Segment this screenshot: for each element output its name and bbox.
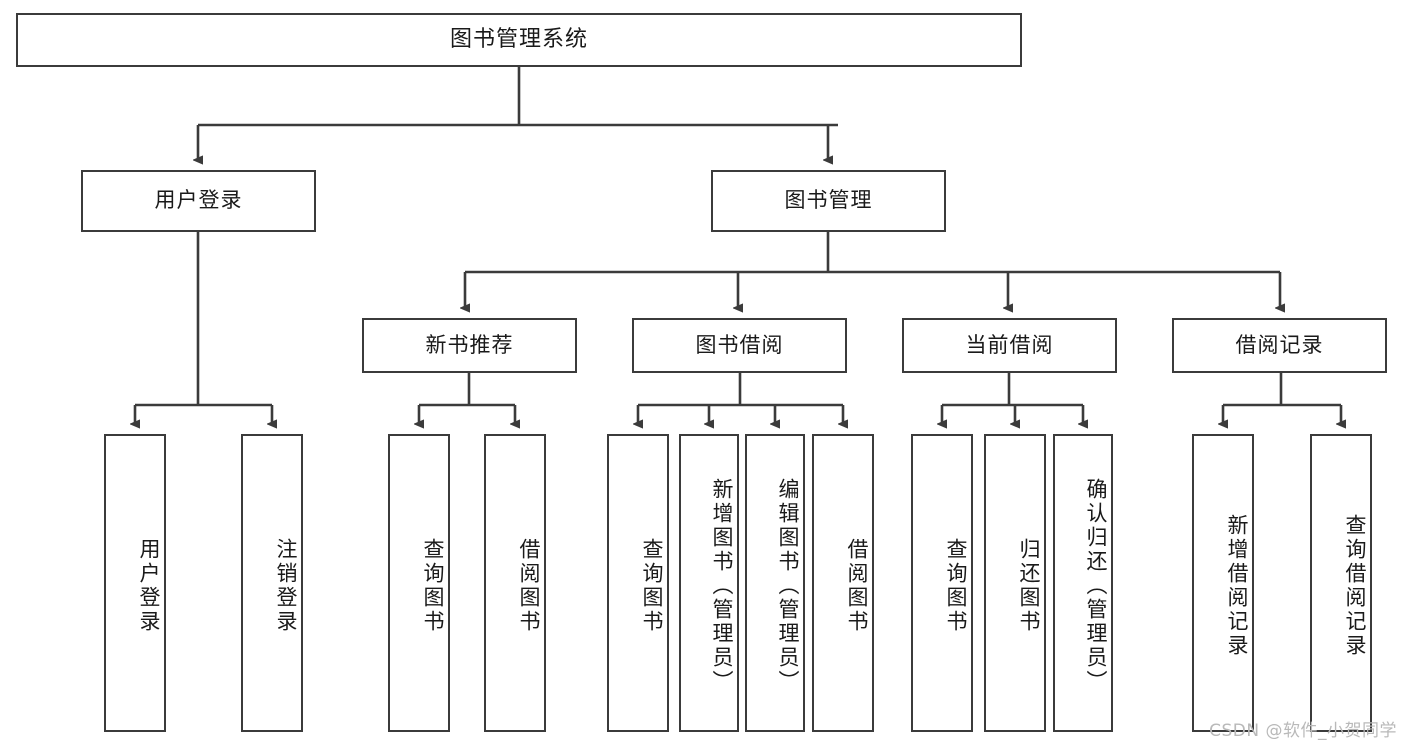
node-book-borrow-label: 图书借阅: [695, 332, 784, 357]
node-leaf-confirm-return-admin[interactable]: 确认归还（管理员）: [1053, 434, 1113, 732]
node-current-borrow-label: 当前借阅: [965, 332, 1054, 357]
node-book-management[interactable]: 图书管理: [711, 170, 946, 232]
node-user-login[interactable]: 用户登录: [81, 170, 316, 232]
node-leaf-add-borrow-record-label: 新增借阅记录: [1225, 514, 1249, 658]
node-leaf-add-book-admin-label: 新增图书（管理员）: [710, 478, 734, 694]
node-leaf-query-book-borrow-label: 查询图书: [640, 538, 664, 634]
node-leaf-borrow-book-recommend-label: 借阅图书: [517, 538, 541, 634]
node-leaf-logout[interactable]: 注销登录: [241, 434, 303, 732]
node-leaf-query-book-recommend-label: 查询图书: [421, 538, 445, 634]
node-leaf-confirm-return-admin-label: 确认归还（管理员）: [1084, 478, 1108, 694]
node-leaf-query-book-current-label: 查询图书: [944, 538, 968, 634]
node-leaf-add-borrow-record[interactable]: 新增借阅记录: [1192, 434, 1254, 732]
node-leaf-query-book-recommend[interactable]: 查询图书: [388, 434, 450, 732]
node-root-label: 图书管理系统: [449, 26, 588, 52]
node-leaf-edit-book-admin[interactable]: 编辑图书（管理员）: [745, 434, 805, 732]
node-leaf-query-borrow-record-label: 查询借阅记录: [1343, 514, 1367, 658]
watermark: CSDN @软件_小贺同学: [1209, 721, 1397, 741]
node-leaf-query-book-borrow[interactable]: 查询图书: [607, 434, 669, 732]
node-new-book-recommend-label: 新书推荐: [425, 332, 514, 357]
node-book-borrow[interactable]: 图书借阅: [632, 318, 847, 373]
node-book-management-label: 图书管理: [784, 188, 873, 213]
node-user-login-label: 用户登录: [154, 188, 243, 213]
node-leaf-return-book[interactable]: 归还图书: [984, 434, 1046, 732]
node-leaf-borrow-book[interactable]: 借阅图书: [812, 434, 874, 732]
node-borrow-record-label: 借阅记录: [1235, 332, 1324, 357]
node-leaf-user-login-label: 用户登录: [137, 538, 161, 634]
node-borrow-record[interactable]: 借阅记录: [1172, 318, 1387, 373]
node-root[interactable]: 图书管理系统: [16, 13, 1022, 67]
node-leaf-add-book-admin[interactable]: 新增图书（管理员）: [679, 434, 739, 732]
node-current-borrow[interactable]: 当前借阅: [902, 318, 1117, 373]
node-leaf-user-login[interactable]: 用户登录: [104, 434, 166, 732]
node-leaf-return-book-label: 归还图书: [1017, 538, 1041, 634]
node-new-book-recommend[interactable]: 新书推荐: [362, 318, 577, 373]
node-leaf-borrow-book-label: 借阅图书: [845, 538, 869, 634]
node-leaf-query-borrow-record[interactable]: 查询借阅记录: [1310, 434, 1372, 732]
node-leaf-edit-book-admin-label: 编辑图书（管理员）: [776, 478, 800, 694]
node-leaf-logout-label: 注销登录: [274, 538, 298, 634]
node-leaf-query-book-current[interactable]: 查询图书: [911, 434, 973, 732]
node-leaf-borrow-book-recommend[interactable]: 借阅图书: [484, 434, 546, 732]
